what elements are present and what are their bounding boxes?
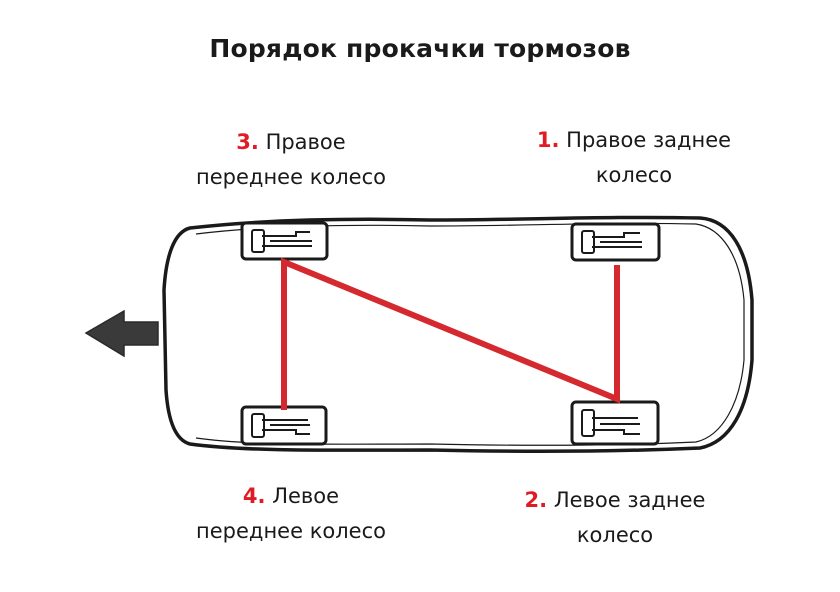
bleeding-order-path bbox=[281, 257, 620, 410]
label-line-2: колесо bbox=[595, 163, 673, 187]
order-number: 3. bbox=[236, 130, 259, 154]
label-front-right-wheel: 3. Правое переднее колесо bbox=[166, 125, 416, 195]
label-rear-right-wheel: 1. Правое заднее колесо bbox=[514, 123, 754, 193]
wheel-hub-icon bbox=[581, 230, 642, 254]
order-number: 1. bbox=[536, 128, 560, 152]
label-line-1: Правое bbox=[265, 130, 346, 154]
wheel-hub-icon bbox=[251, 413, 310, 438]
wheel-hub-icon bbox=[581, 409, 640, 437]
wheel-rear-right bbox=[570, 222, 661, 262]
wheel-rear-left bbox=[570, 400, 660, 446]
arrow-left-icon bbox=[84, 309, 159, 358]
car-body-inner-line bbox=[195, 222, 745, 446]
order-number: 4. bbox=[242, 484, 266, 508]
label-line-2: переднее колесо bbox=[196, 519, 386, 543]
order-number: 2. bbox=[524, 488, 548, 512]
label-line-2: колесо bbox=[576, 523, 654, 547]
label-line-1: Левое заднее bbox=[553, 488, 706, 512]
label-line-2: переднее колесо bbox=[196, 165, 386, 189]
label-line-1: Правое заднее bbox=[566, 128, 732, 152]
label-front-left-wheel: 4. Левое переднее колесо bbox=[166, 479, 416, 549]
label-rear-left-wheel: 2. Левое заднее колесо bbox=[492, 483, 738, 553]
label-line-1: Левое bbox=[272, 484, 340, 508]
diagram-title: Порядок прокачки тормозов bbox=[209, 34, 631, 63]
wheel-front-right bbox=[240, 221, 329, 261]
wheel-hub-icon bbox=[251, 229, 312, 253]
wheel-front-left bbox=[240, 405, 328, 446]
